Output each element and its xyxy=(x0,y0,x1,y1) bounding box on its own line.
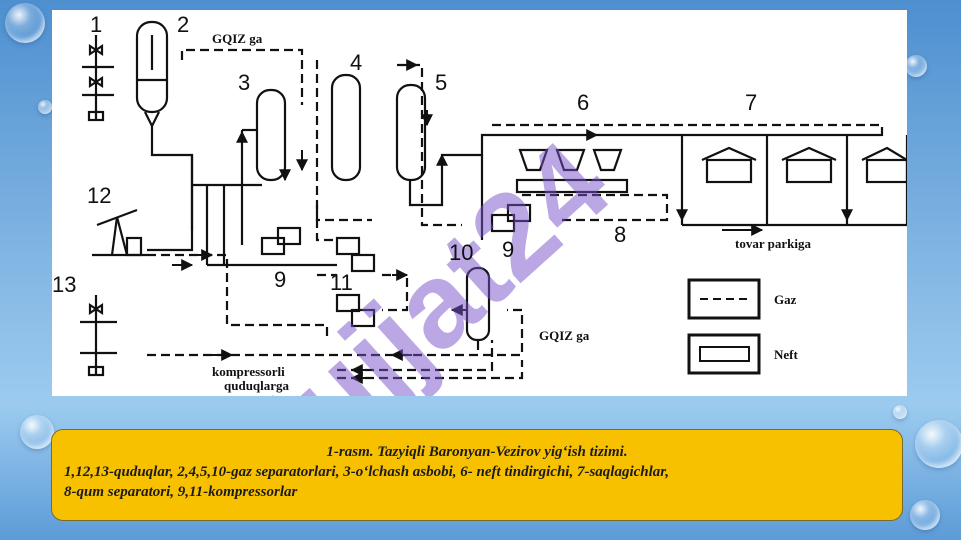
water-drop-decoration xyxy=(38,100,52,114)
label-1: 1 xyxy=(90,12,102,37)
label-10: 10 xyxy=(449,240,473,265)
label-8: 8 xyxy=(614,222,626,247)
label-2: 2 xyxy=(177,12,189,37)
label-5: 5 xyxy=(435,70,447,95)
water-drop-decoration xyxy=(893,405,907,419)
separator-4 xyxy=(330,73,362,182)
diagram-panel: Hujjat24 1 2 3 4 5 6 7 8 9 9 10 11 12 13… xyxy=(52,10,907,396)
label-tovar-parkiga: tovar parkiga xyxy=(735,236,811,251)
caption-line-1: 1,12,13-quduqlar, 2,4,5,10-gaz separator… xyxy=(64,464,670,480)
label-3: 3 xyxy=(238,70,250,95)
pipeline-diagram: Hujjat24 1 2 3 4 5 6 7 8 9 9 10 11 12 13… xyxy=(52,12,907,396)
compressor-9-right xyxy=(490,203,532,233)
component-labels: 1 2 3 4 5 6 7 8 9 9 10 11 12 13 xyxy=(52,12,757,297)
legend-neft-label: Neft xyxy=(774,347,798,362)
water-drop-decoration xyxy=(910,500,940,530)
water-drop-decoration xyxy=(915,420,961,468)
caption-title: 1-rasm. Tazyiqli Baronyan-Vezirov yig‘is… xyxy=(326,444,628,460)
well-1 xyxy=(82,35,114,122)
oil-settler-6 xyxy=(515,148,629,194)
flow-labels: GQIZ ga GQIZ ga tovar parkiga kompressor… xyxy=(212,31,811,393)
storage-tank-7 xyxy=(701,146,907,184)
compressor-11 xyxy=(335,236,376,328)
water-drop-decoration xyxy=(20,415,54,449)
label-9-right: 9 xyxy=(502,237,514,262)
label-gqiz-bottom: GQIZ ga xyxy=(539,328,590,343)
label-4: 4 xyxy=(350,50,362,75)
legend-gaz-label: Gaz xyxy=(774,292,797,307)
measuring-device-3 xyxy=(240,88,287,185)
well-13 xyxy=(80,295,117,377)
compressor-9-left xyxy=(260,226,302,256)
label-9-left: 9 xyxy=(274,267,286,292)
label-quduqlarga: quduqlarga xyxy=(224,378,290,393)
separator-2 xyxy=(135,20,169,129)
label-7: 7 xyxy=(745,90,757,115)
water-drop-decoration xyxy=(5,3,45,43)
caption-line-2: 8-qum separatori, 9,11-kompressorlar xyxy=(64,484,298,500)
separator-10 xyxy=(465,266,491,350)
label-kompressorli: kompressorli xyxy=(212,364,285,379)
separator-5 xyxy=(395,83,427,182)
label-12: 12 xyxy=(87,183,111,208)
label-11: 11 xyxy=(330,270,353,295)
label-13: 13 xyxy=(52,272,76,297)
legend xyxy=(687,278,761,375)
caption-box: 1-rasm. Tazyiqli Baronyan-Vezirov yig‘is… xyxy=(51,429,903,521)
label-6: 6 xyxy=(577,90,589,115)
pumpjack-12 xyxy=(92,208,147,257)
water-drop-decoration xyxy=(905,55,927,77)
label-gqiz-top: GQIZ ga xyxy=(212,31,263,46)
